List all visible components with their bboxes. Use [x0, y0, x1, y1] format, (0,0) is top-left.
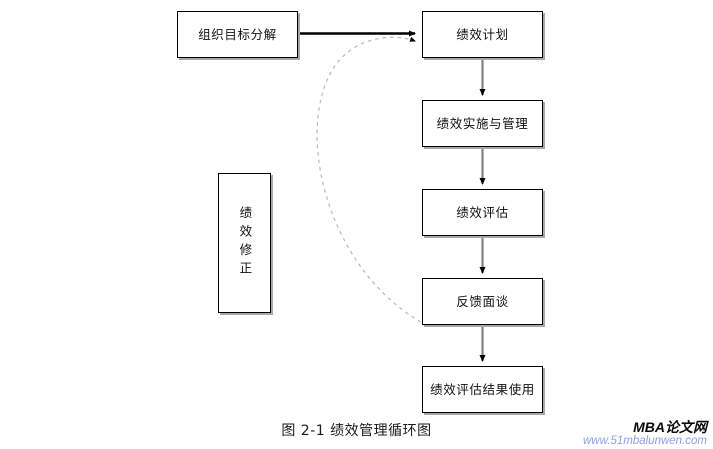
node-label: 绩效评估结果使用	[430, 381, 535, 397]
watermark-url: www.51mbalunwen.com	[582, 434, 707, 447]
watermark: MBA论文网 www.51mbalunwen.com	[583, 420, 707, 447]
node-performance-implementation-and-management[interactable]: 绩效实施与管理	[422, 100, 543, 147]
node-label: 绩效修正	[237, 206, 253, 280]
node-performance-evaluation[interactable]: 绩效评估	[422, 189, 543, 236]
node-label: 绩效实施与管理	[436, 115, 529, 131]
node-label: 绩效评估	[456, 204, 509, 220]
node-performance-revision[interactable]: 绩效修正	[218, 173, 271, 313]
node-performance-evaluation-result-usage[interactable]: 绩效评估结果使用	[422, 366, 543, 413]
watermark-brand: MBA论文网	[633, 419, 707, 436]
node-performance-plan[interactable]: 绩效计划	[422, 11, 543, 58]
node-label: 组织目标分解	[198, 26, 277, 42]
node-feedback-interview[interactable]: 反馈面谈	[422, 278, 543, 325]
node-organizational-goal-decomposition[interactable]: 组织目标分解	[177, 11, 298, 58]
figure-caption: 图 2-1 绩效管理循环图	[281, 423, 432, 439]
node-label: 反馈面谈	[456, 293, 509, 309]
node-label: 绩效计划	[456, 26, 509, 42]
connector-feedback-loop-dashed	[316, 36, 422, 323]
